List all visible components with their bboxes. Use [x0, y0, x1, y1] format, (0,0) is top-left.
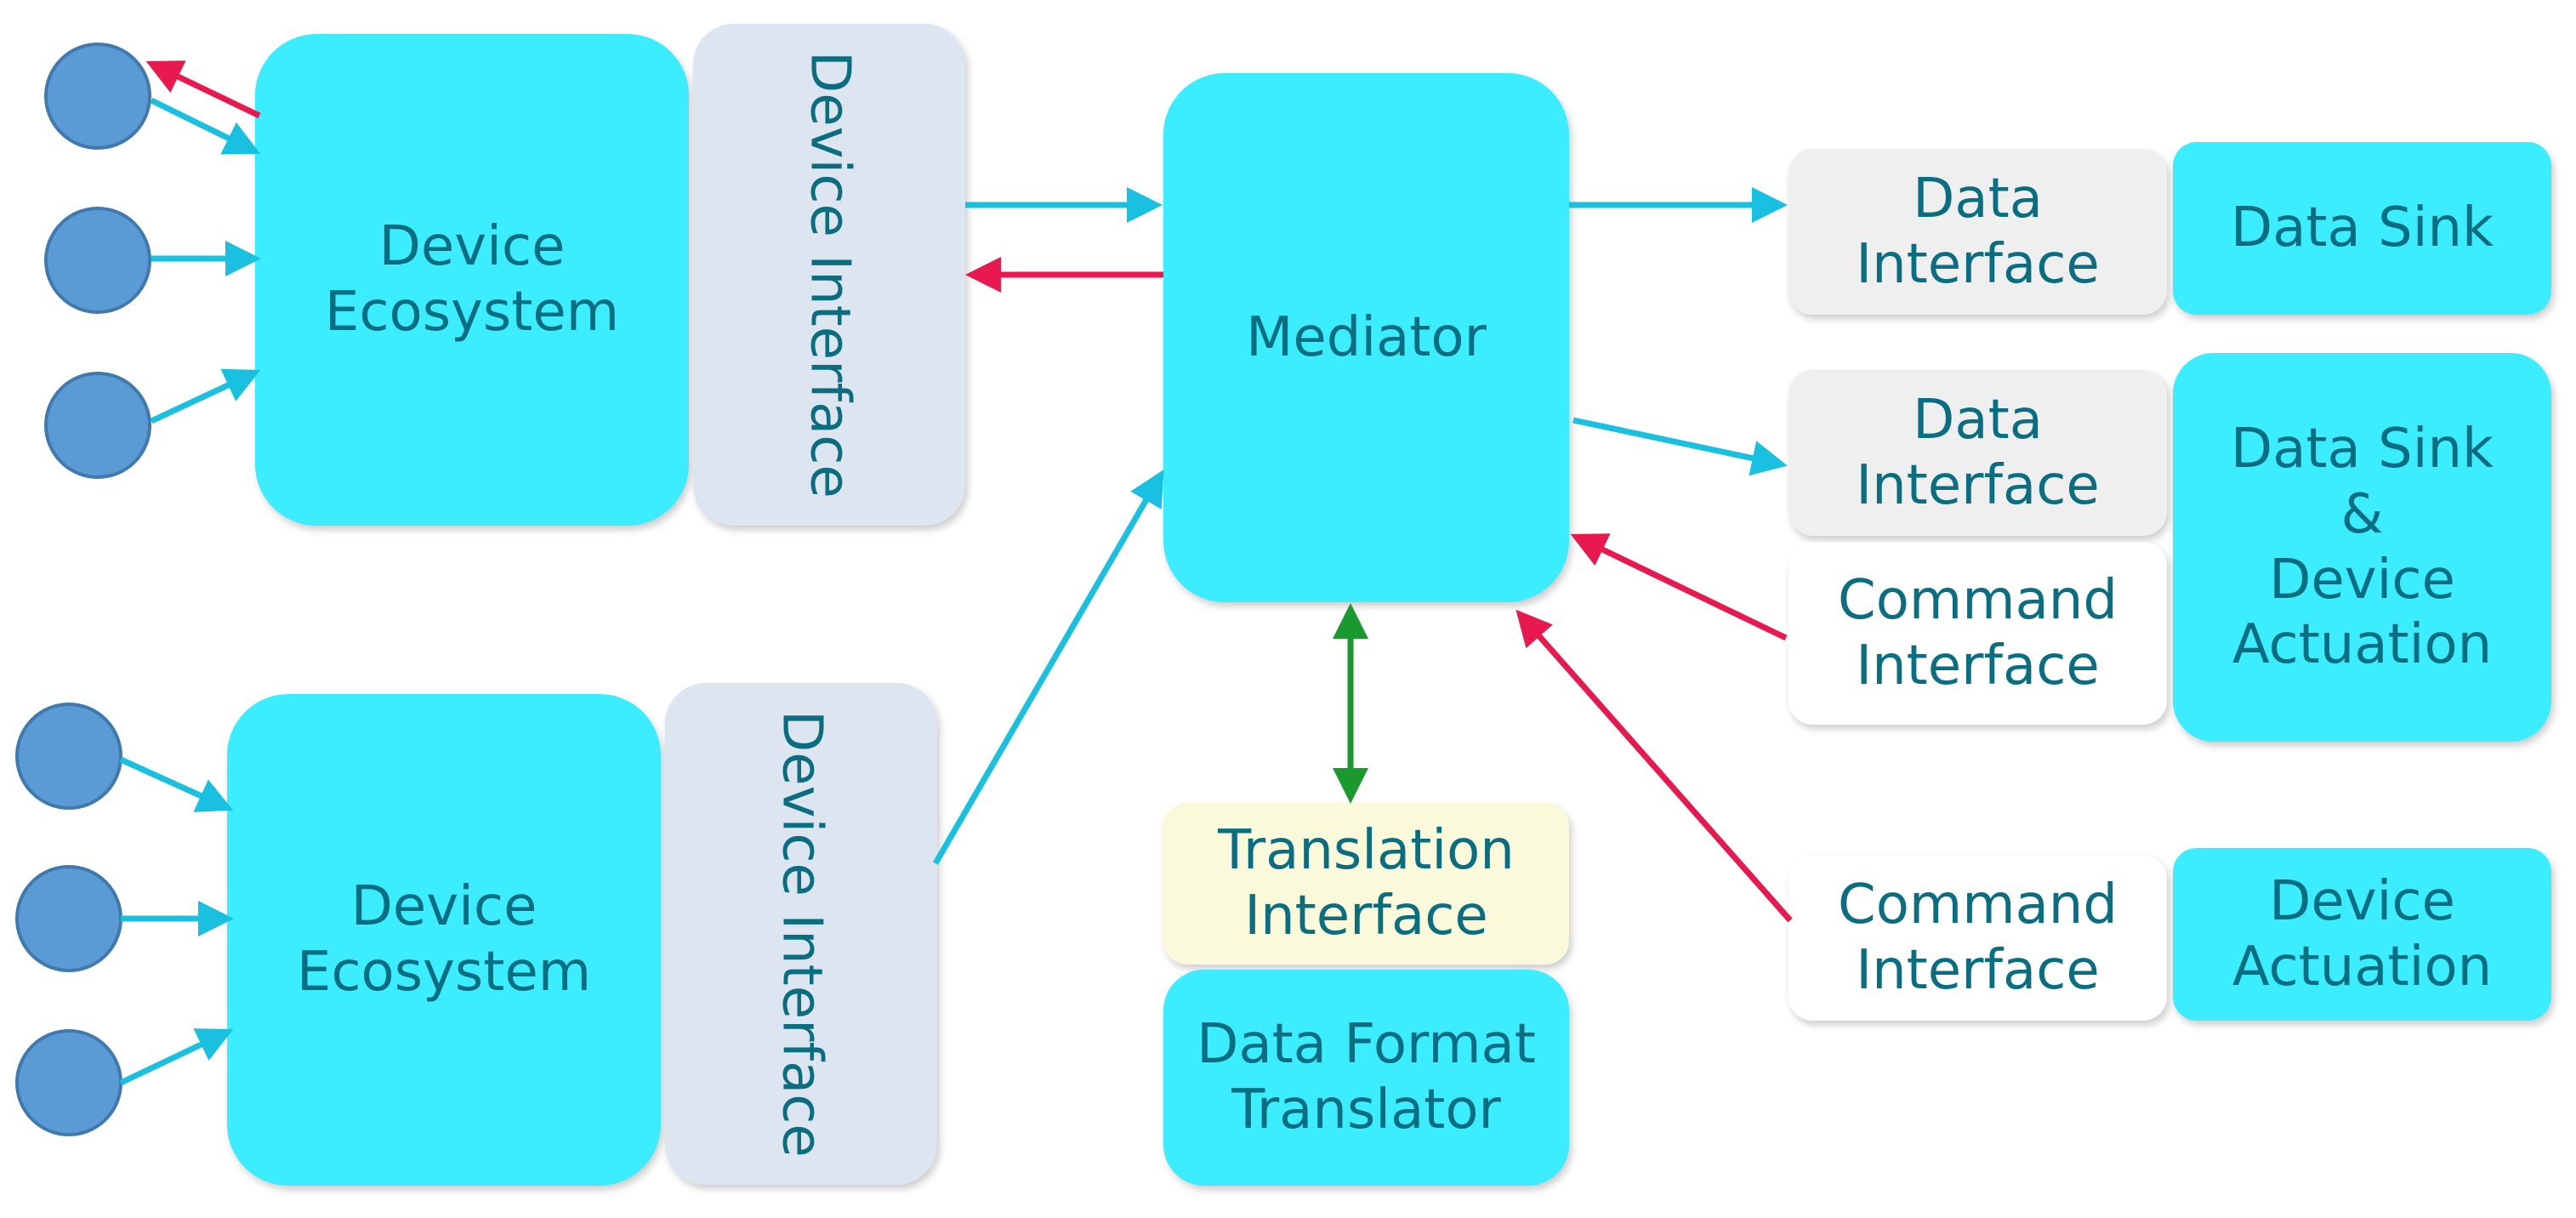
red-arrow-ecosystem-to-node [145, 60, 261, 119]
data-format-translator: Data Format Translator [1163, 970, 1569, 1186]
mediator-box: Mediator [1163, 73, 1569, 602]
device-node-3 [44, 372, 151, 479]
data-interface-2: Data Interface [1788, 370, 2167, 536]
cyan-arrow-node-4-to-ecosystem [119, 756, 234, 812]
cyan-arrow-mediator-to-data-interface-2 [1572, 417, 1788, 476]
device-node-6 [15, 1029, 122, 1136]
command-interface-1: Command Interface [1788, 542, 2167, 725]
translation-interface: Translation Interface [1163, 803, 1569, 965]
cyan-arrow-node-6-to-ecosystem [119, 1028, 234, 1086]
cyan-arrow-bottom-interface-to-mediator [932, 469, 1164, 865]
device-node-1 [44, 43, 151, 150]
command-interface-2: Command Interface [1788, 855, 2167, 1021]
device-interface-top: Device Interface [693, 24, 965, 526]
device-node-5 [15, 865, 122, 972]
data-interface-1: Data Interface [1788, 149, 2167, 315]
red-arrow-command-interface-1-to-mediator [1570, 533, 1788, 641]
device-node-2 [44, 207, 151, 314]
device-node-4 [15, 703, 122, 810]
red-arrow-command-interface-2-to-mediator [1515, 609, 1793, 923]
data-sink-device-actuation: Data Sink & Device Actuation [2173, 353, 2551, 742]
cyan-arrow-node-3-to-ecosystem [150, 368, 261, 424]
device-interface-bottom: Device Interface [665, 683, 937, 1185]
data-sink: Data Sink [2173, 142, 2551, 315]
device-ecosystem-bottom: Device Ecosystem [227, 694, 661, 1186]
cyan-arrow-node-1-to-ecosystem [150, 97, 261, 155]
device-actuation: Device Actuation [2173, 848, 2551, 1021]
device-ecosystem-top: Device Ecosystem [255, 34, 689, 526]
